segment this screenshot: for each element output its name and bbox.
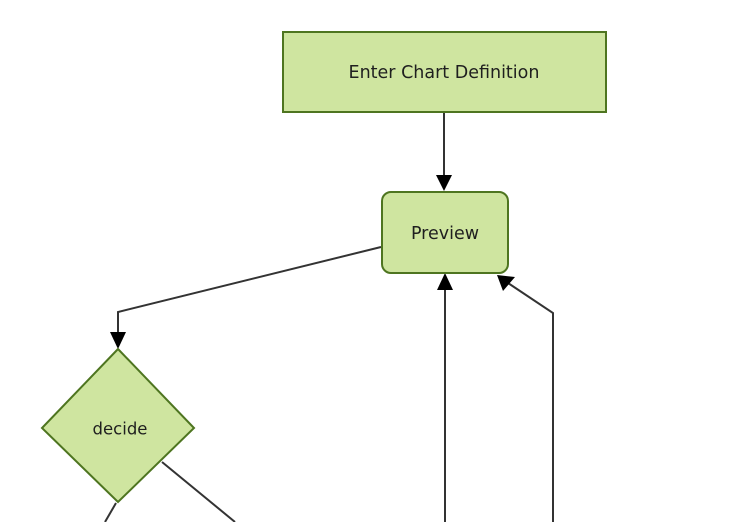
- node-label: Enter Chart Definition: [349, 63, 540, 83]
- edge-layer: [104, 113, 554, 522]
- node-enter-chart-definition[interactable]: Enter Chart Definition: [282, 31, 607, 113]
- node-label: decide: [93, 420, 148, 439]
- edge-return-center-to-preview[interactable]: [437, 273, 453, 522]
- arrow-head-down-icon: [110, 332, 126, 349]
- edge-line: [504, 280, 554, 522]
- node-label: Preview: [411, 224, 479, 244]
- edge-decide-right-branch[interactable]: [161, 461, 236, 522]
- node-layer: Enter Chart Definition Preview decide: [40, 31, 607, 504]
- node-preview[interactable]: Preview: [381, 191, 509, 274]
- node-shape-rectangle: [282, 31, 607, 113]
- arrow-head-up-left-icon: [497, 275, 515, 291]
- arrow-head-down-icon: [436, 175, 452, 191]
- edge-return-right-to-preview[interactable]: [497, 275, 554, 522]
- edge-preview-to-decide[interactable]: [110, 246, 382, 349]
- edge-line: [161, 461, 236, 522]
- node-shape-diamond: [40, 347, 196, 504]
- edge-line: [117, 246, 382, 339]
- arrow-head-up-icon: [437, 273, 453, 290]
- node-decide[interactable]: decide: [40, 347, 196, 504]
- edge-enter-to-preview[interactable]: [436, 113, 452, 191]
- node-shape-rounded-rectangle: [381, 191, 509, 274]
- edge-decide-left-branch[interactable]: [104, 502, 117, 522]
- edge-line: [104, 502, 117, 522]
